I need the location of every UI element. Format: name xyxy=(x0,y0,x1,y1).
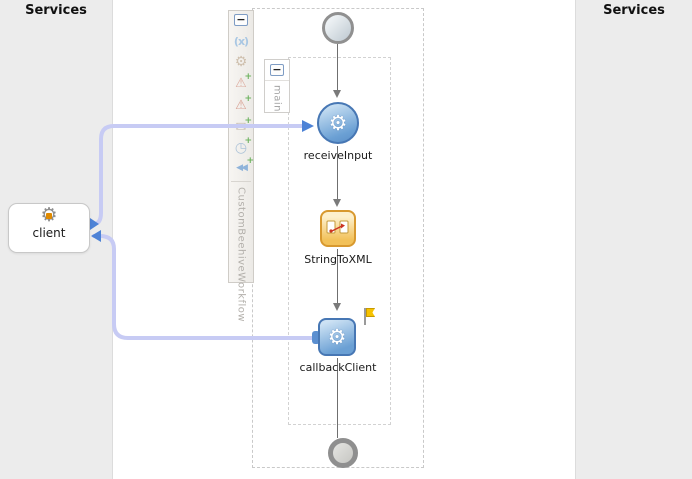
wire-callback-arrow-icon xyxy=(91,230,101,242)
receive-gear-icon: ⚙ xyxy=(328,110,348,135)
wire-callback-to-client[interactable] xyxy=(92,234,315,340)
divider xyxy=(231,181,251,182)
service-gear-icon: ⚙ xyxy=(40,206,57,225)
plus-badge-icon: + xyxy=(244,94,252,104)
scope-main-region xyxy=(288,57,391,425)
collapse-scope-button[interactable]: − xyxy=(270,64,284,76)
activity-label-receiveInput: receiveInput xyxy=(303,149,373,162)
add-compensation-icon[interactable]: ◀◀ + xyxy=(236,156,254,174)
variables-icon[interactable]: (x) xyxy=(233,35,249,48)
transform-documents-icon xyxy=(326,220,349,233)
connector-invoke-end xyxy=(337,358,338,438)
wire-client-to-receive[interactable] xyxy=(91,124,304,226)
scope-name-label: main xyxy=(271,85,283,112)
down-arrow-icon xyxy=(333,199,341,207)
activity-label-callbackClient: callbackClient xyxy=(299,361,377,374)
process-name-label: CustomBeehiveWorkflow xyxy=(235,187,247,323)
add-catch-all-icon[interactable]: ⚠ + xyxy=(235,94,252,113)
wire-out-arrow-icon xyxy=(90,218,99,230)
add-alarm-icon[interactable]: ◷ + xyxy=(234,136,252,156)
down-arrow-icon xyxy=(333,90,341,98)
connector-receive-transform xyxy=(337,146,338,199)
down-arrow-icon xyxy=(333,303,341,311)
activity-receiveInput[interactable]: ⚙ xyxy=(317,102,359,144)
activity-callbackClient[interactable]: ⚙ xyxy=(318,318,356,356)
plus-badge-icon: + xyxy=(244,116,252,126)
breakpoint-flag-icon xyxy=(363,308,375,325)
add-catch-icon[interactable]: ⚠ + xyxy=(235,72,252,91)
plus-badge-icon: + xyxy=(244,72,252,82)
gear-icon[interactable]: ⚙ xyxy=(234,54,248,70)
activity-label-StringToXML: StringToXML xyxy=(304,253,372,266)
external-references-panel: Services xyxy=(575,0,692,479)
connector-transform-invoke xyxy=(337,249,338,303)
collapse-process-button[interactable]: − xyxy=(234,14,248,26)
activity-palette-strip: − (x) ⚙ ⚠ + ⚠ + ✉ + ◷ + ◀◀ + CustomBeehi… xyxy=(228,10,254,322)
plus-badge-icon: + xyxy=(246,156,253,166)
scope-main-tab: − main xyxy=(264,59,290,113)
wire-in-arrow-icon xyxy=(302,120,314,132)
start-node[interactable] xyxy=(322,12,354,44)
plus-badge-icon: + xyxy=(244,136,252,146)
invoke-gear-icon: ⚙ xyxy=(327,324,347,349)
end-node[interactable] xyxy=(328,438,358,468)
left-services-title: Services xyxy=(25,3,87,18)
connector-start-receive xyxy=(337,44,338,90)
activity-StringToXML[interactable] xyxy=(320,210,356,247)
minus-icon: − xyxy=(272,63,282,76)
scope-tab-header: − xyxy=(265,60,289,81)
right-services-title: Services xyxy=(603,3,665,18)
minus-icon: − xyxy=(236,13,246,26)
invoke-port xyxy=(312,331,320,344)
client-service[interactable]: ⚙ client xyxy=(8,203,90,253)
client-service-label: client xyxy=(32,226,66,240)
